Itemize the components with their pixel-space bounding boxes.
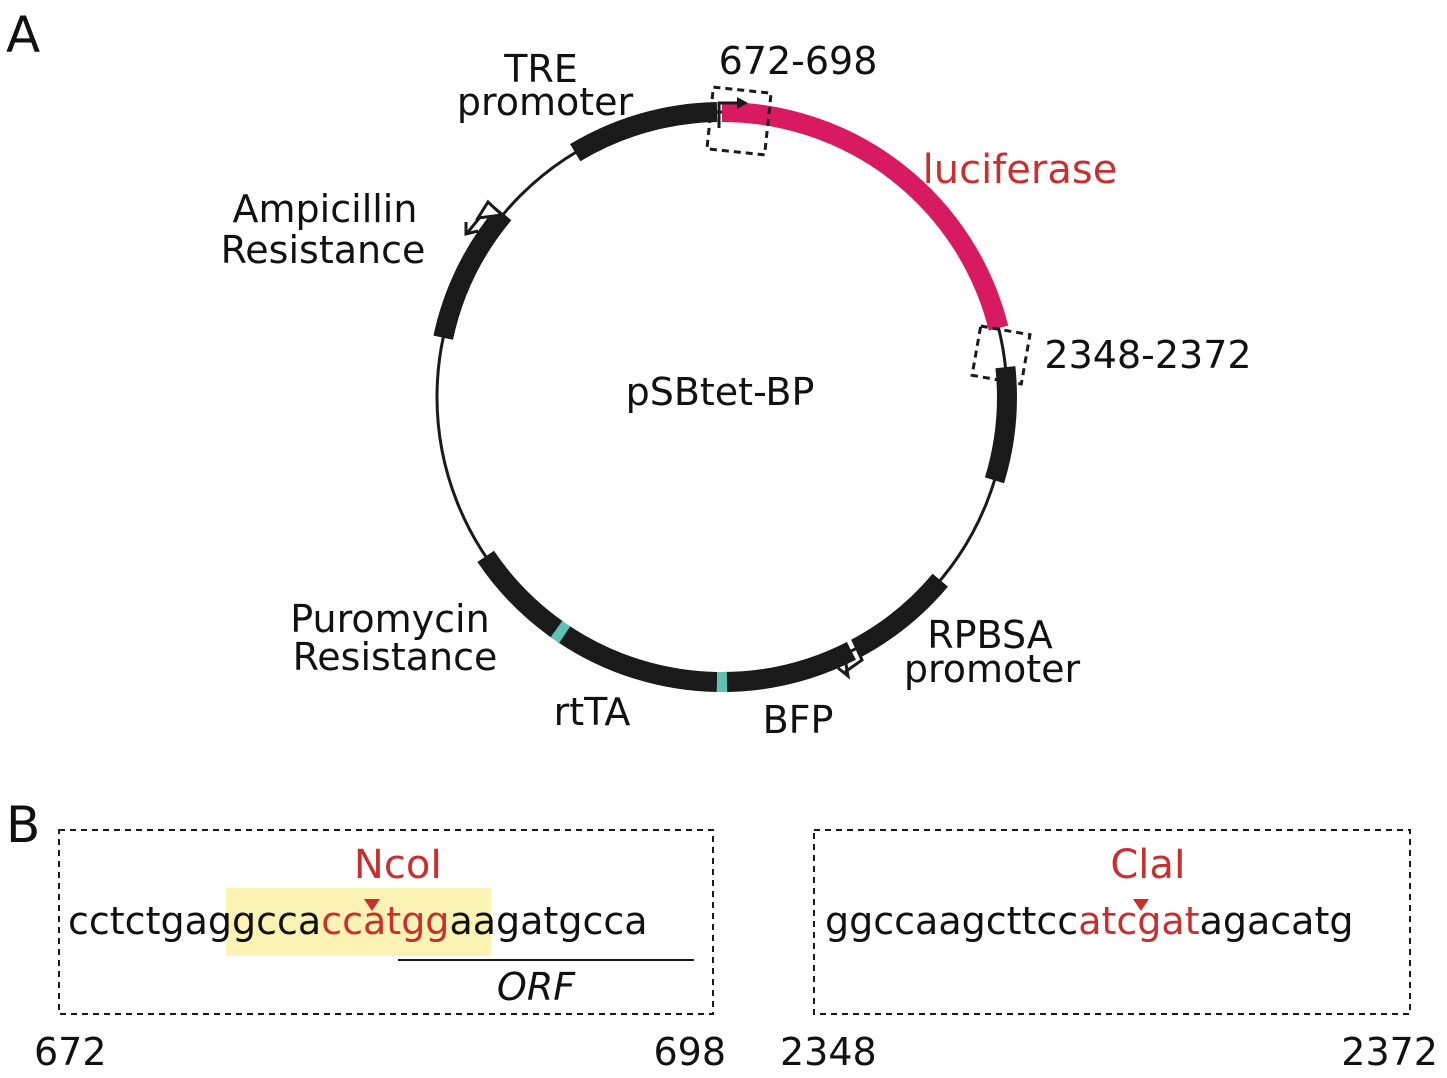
rpbsa-label-line2: promoter <box>904 647 1081 691</box>
left-seq-part-4: aagatgcca <box>449 899 647 943</box>
right-seq-part-1: ggccaagcttcc <box>825 899 1078 943</box>
feature-arcs <box>433 102 1017 693</box>
clai-cut-site-icon <box>1133 899 1149 911</box>
right-inset-start: 2348 <box>780 1030 877 1074</box>
left-inset-box <box>58 829 714 1015</box>
left-inset-end: 698 <box>653 1030 726 1074</box>
tre-arrowhead-icon <box>737 97 748 109</box>
left-sequence: cctctgaggccaccatggaagatgcca <box>68 899 648 943</box>
right-inset-end: 2372 <box>1341 1030 1438 1074</box>
left-seq-part-1: cctctga <box>68 899 208 943</box>
ampicillin-label-line1: Ampicillin <box>233 187 418 231</box>
ampicillin-direction-icon <box>475 199 506 220</box>
panel-a-letter: A <box>6 6 40 64</box>
ampicillin-arrow-line <box>466 215 483 233</box>
right-inset-box <box>813 829 1411 1015</box>
ampicillin-arc <box>433 207 512 340</box>
clai-label: ClaI <box>1110 842 1185 888</box>
bfp-arc <box>721 641 856 692</box>
region-label-672-698: 672-698 <box>719 39 878 83</box>
orf-label: ORF <box>497 965 576 1009</box>
region-box-2348-2372 <box>970 324 1032 386</box>
puromycin-label-line1: Puromycin <box>290 597 489 641</box>
tre-promoter-arc <box>570 102 718 162</box>
right-sequence: ggccaagcttccatcgatagacatg <box>825 899 1354 943</box>
region-label-2348-2372: 2348-2372 <box>1044 333 1251 377</box>
rpbsa-label-line1: RPBSA <box>927 613 1053 657</box>
junction-marker <box>550 620 571 644</box>
left-inset-start: 672 <box>34 1030 107 1074</box>
tre-promoter-arrow <box>717 101 743 128</box>
ncoi-cut-site-icon <box>364 899 380 911</box>
ncoi-label: NcoI <box>354 842 442 888</box>
tre-label-line2: promoter <box>457 80 634 124</box>
luciferase-arc <box>721 102 1009 331</box>
puromycin-label-line2: Resistance <box>293 635 498 679</box>
ampicillin-label-line2: Resistance <box>221 228 426 272</box>
clai-site-sequence: atcgat <box>1078 899 1199 943</box>
panel-b-letter: B <box>6 796 40 854</box>
rtta-arc <box>557 624 718 692</box>
rpbsa-promoter-arrow <box>844 639 864 674</box>
ampicillin-arrowhead-icon <box>464 222 479 236</box>
puromycin-arc <box>477 550 565 639</box>
right-feature-arc <box>984 366 1017 484</box>
tre-label-line1: TRE <box>503 47 578 91</box>
rpbsa-promoter-arc <box>850 573 948 658</box>
left-seq-part-2: ggcca <box>208 899 321 943</box>
region-box-672-698 <box>705 85 773 157</box>
rtta-label: rtTA <box>554 690 631 734</box>
rpbsa-arrowhead-icon <box>837 663 851 680</box>
luciferase-label: luciferase <box>923 147 1118 193</box>
plasmid-name: pSBtet-BP <box>626 370 815 414</box>
bfp-label: BFP <box>763 698 834 742</box>
right-seq-part-3: agacatg <box>1200 899 1354 943</box>
kozak-highlight <box>226 888 491 956</box>
ncoi-site-sequence: ccatgg <box>321 899 449 943</box>
